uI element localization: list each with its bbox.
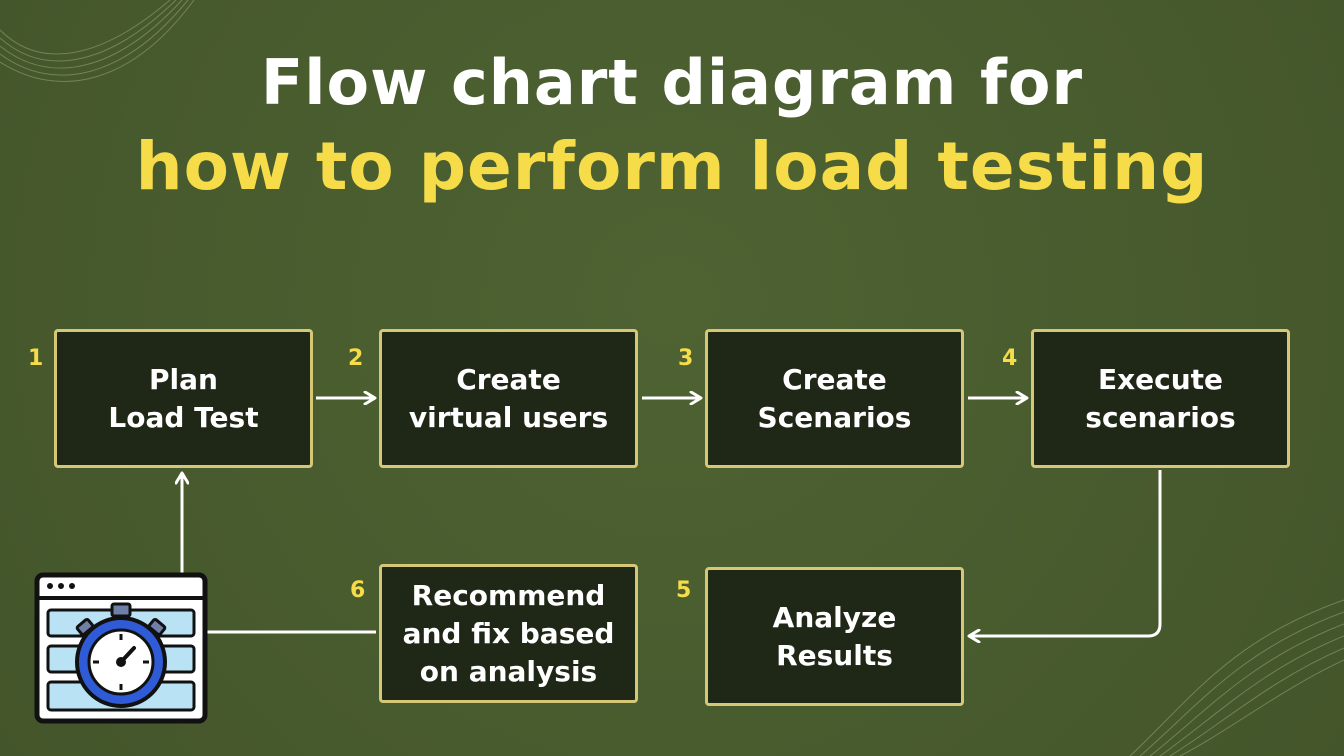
step-4-box: Execute scenarios	[1031, 329, 1290, 468]
step-1-box: Plan Load Test	[54, 329, 313, 468]
step-2-box: Create virtual users	[379, 329, 638, 468]
step-2-label: Create virtual users	[408, 362, 609, 434]
step-3-label: Create Scenarios	[757, 362, 912, 434]
step-3-box: Create Scenarios	[705, 329, 964, 468]
step-6-label: Recommend and fix based on analysis	[402, 578, 615, 688]
step-6-number: 6	[350, 578, 366, 603]
step-5-number: 5	[676, 578, 692, 603]
stopwatch-browser-icon	[34, 572, 208, 724]
step-6-box: Recommend and fix based on analysis	[379, 564, 638, 703]
title-line-1: Flow chart diagram for	[260, 46, 1084, 119]
title-line-2: how to perform load testing	[135, 128, 1209, 205]
step-3-number: 3	[678, 346, 694, 371]
step-4-label: Execute scenarios	[1085, 362, 1236, 434]
arrow-4-to-5	[970, 470, 1162, 636]
step-1-label: Plan Load Test	[108, 362, 259, 434]
step-1-number: 1	[28, 346, 44, 371]
step-5-box: Analyze Results	[705, 567, 964, 706]
step-4-number: 4	[1002, 346, 1018, 371]
step-5-label: Analyze Results	[772, 600, 897, 672]
step-2-number: 2	[348, 346, 364, 371]
